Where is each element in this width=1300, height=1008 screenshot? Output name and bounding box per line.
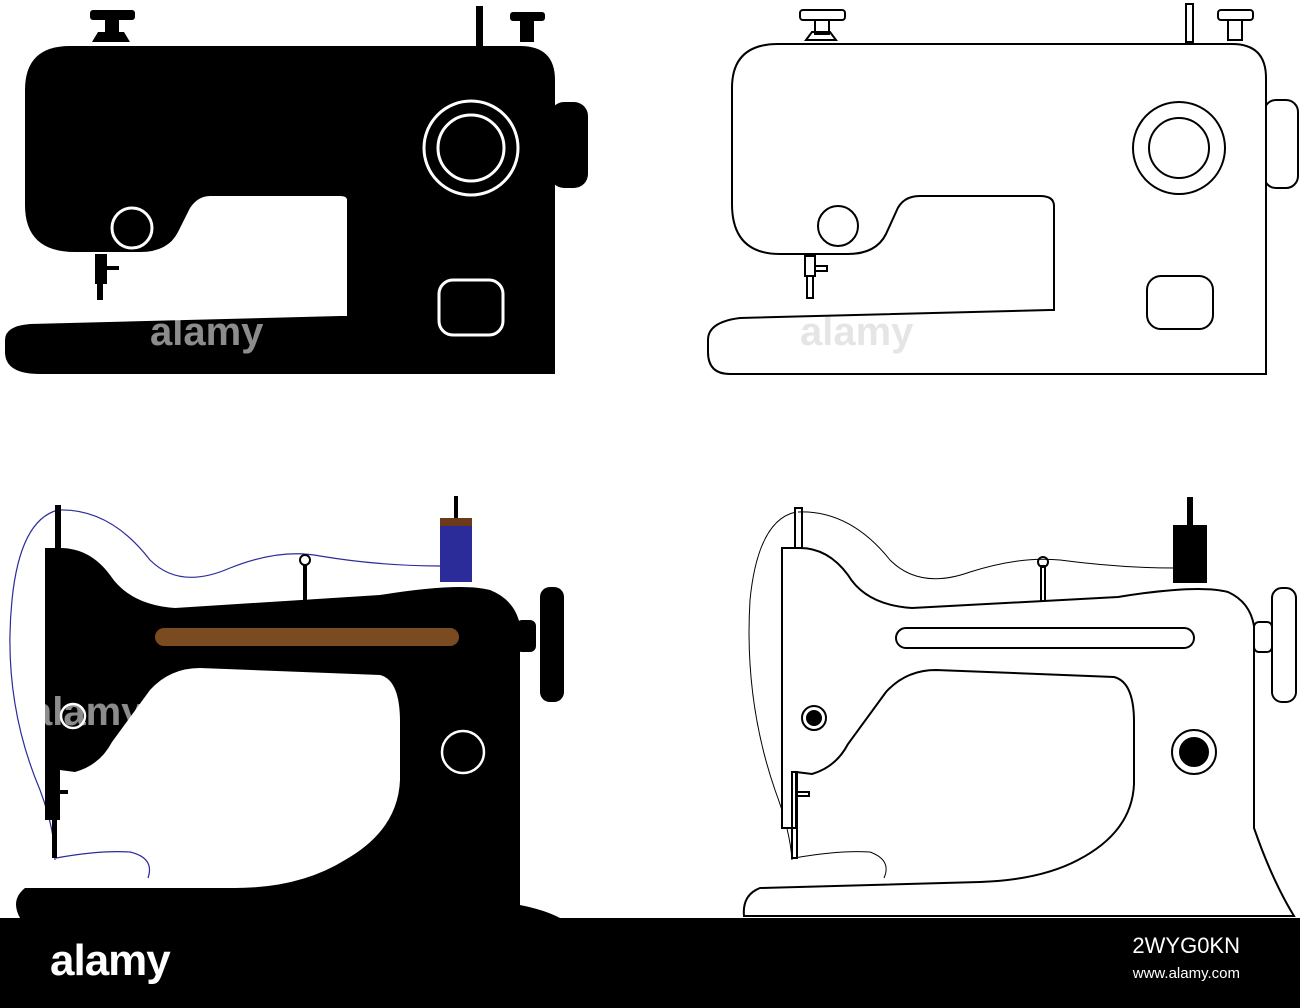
- illustration-sheet: alamy alamy alamy: [5, 3, 1299, 918]
- footer-bar: alamy 2WYG0KN www.alamy.com: [0, 918, 1300, 1008]
- alamy-logo: alamy: [50, 936, 171, 985]
- vintage-sewing-machine-silhouette: [9, 496, 564, 918]
- modern-sewing-machine-silhouette: [5, 6, 588, 374]
- watermark: alamy: [150, 310, 264, 354]
- vintage-sewing-machine-outline: [742, 497, 1297, 917]
- image-id-block: 2WYG0KN www.alamy.com: [1132, 932, 1240, 988]
- watermark: alamy: [30, 690, 144, 734]
- site-url: www.alamy.com: [1132, 965, 1240, 982]
- watermark: alamy: [800, 310, 914, 354]
- modern-sewing-machine-outline: [707, 3, 1299, 375]
- image-id: 2WYG0KN: [1132, 933, 1240, 958]
